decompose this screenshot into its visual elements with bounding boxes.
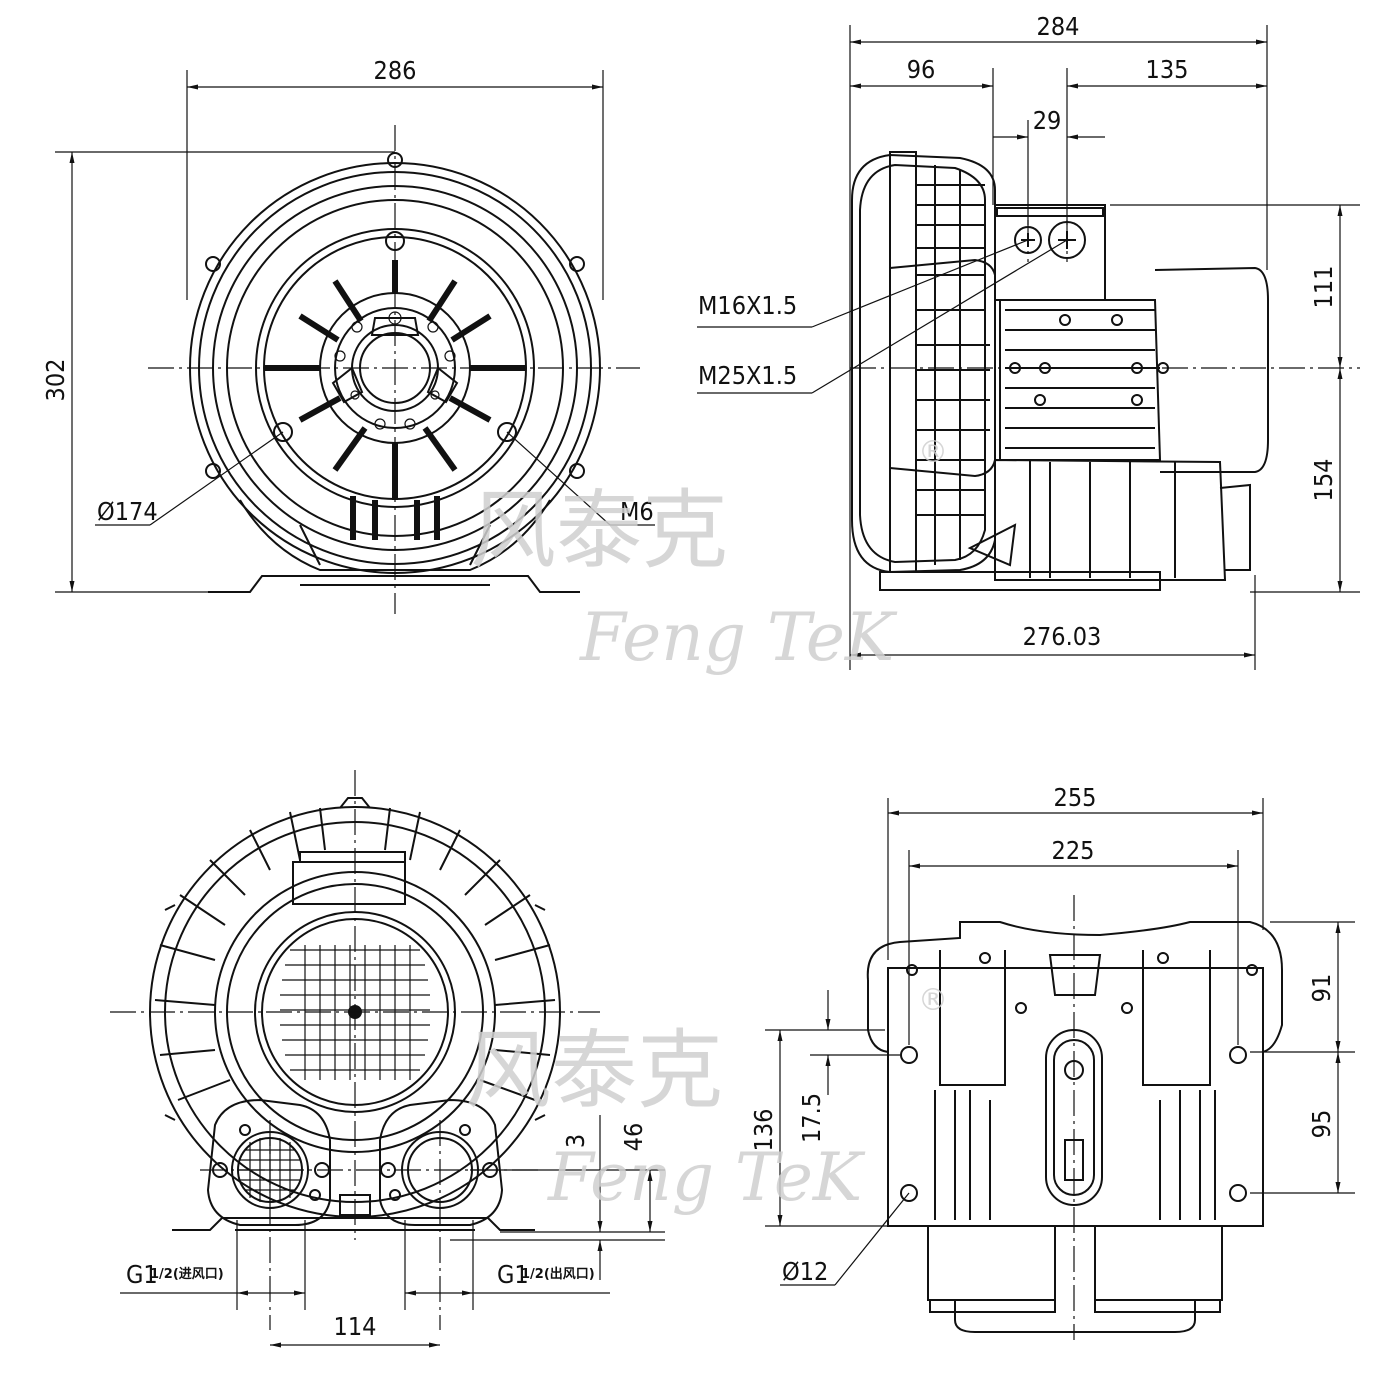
watermark-chinese: 风泰克 bbox=[465, 1021, 723, 1121]
watermark-bottom: 风泰克 ® Feng TeK bbox=[465, 983, 948, 1216]
dim-port-spacing: 114 bbox=[334, 1312, 377, 1341]
dim-terminal-offset: 29 bbox=[1033, 106, 1062, 135]
dim-side-left: 96 bbox=[907, 55, 936, 84]
dim-bolt: M6 bbox=[620, 497, 654, 526]
rear-view bbox=[110, 770, 600, 1330]
dim-rear-port-h: 46 bbox=[619, 1123, 648, 1152]
rear-dimensions: 46 3 G1 1/2(进风口) G1 1/2(出风口) 114 bbox=[120, 1115, 665, 1348]
dim-height-lower: 154 bbox=[1309, 459, 1338, 502]
motor-fins bbox=[1005, 309, 1169, 449]
watermark-chinese: 风泰克 bbox=[470, 481, 728, 581]
dim-inlet-label: G1 bbox=[126, 1260, 158, 1289]
dim-front-width: 286 bbox=[374, 56, 417, 85]
dim-hole-dia: Ø12 bbox=[782, 1257, 828, 1286]
side-dimensions: 284 96 135 29 M16X1.5 M25X1.5 111 154 27… bbox=[697, 12, 1360, 670]
dim-gland-small: M16X1.5 bbox=[698, 291, 797, 320]
dim-side-total: 284 bbox=[1037, 12, 1080, 41]
front-dimensions: 286 302 Ø174 M6 bbox=[41, 56, 655, 593]
housing-fins bbox=[889, 165, 996, 565]
dim-base-lower: 95 bbox=[1307, 1110, 1336, 1139]
front-view bbox=[148, 125, 640, 614]
dim-side-base: 276.03 bbox=[1023, 622, 1102, 651]
dim-base-offset: 17.5 bbox=[797, 1093, 826, 1143]
dim-side-right: 135 bbox=[1146, 55, 1189, 84]
watermark-registered: ® bbox=[918, 435, 948, 470]
bottom-ribs bbox=[934, 1090, 1216, 1220]
watermark-top: 风泰克 ® Feng TeK bbox=[470, 435, 948, 676]
dim-impeller-dia: Ø174 bbox=[97, 497, 158, 526]
side-view bbox=[850, 151, 1360, 591]
dim-outlet-sub: 1/2(出风口) bbox=[521, 1266, 595, 1282]
dim-base-depth: 136 bbox=[749, 1109, 778, 1152]
bottom-view bbox=[866, 895, 1283, 1340]
dim-base-upper: 91 bbox=[1307, 974, 1336, 1003]
dim-rear-port-offset: 3 bbox=[561, 1134, 590, 1148]
dim-height-upper: 111 bbox=[1309, 266, 1338, 309]
watermark-registered: ® bbox=[918, 983, 948, 1018]
dim-gland-large: M25X1.5 bbox=[698, 361, 797, 390]
dim-inlet-sub: 1/2(进风口) bbox=[150, 1267, 224, 1282]
dim-base-width: 255 bbox=[1054, 783, 1097, 812]
watermark-english: Feng TeK bbox=[547, 1139, 866, 1216]
dim-front-height: 302 bbox=[41, 359, 70, 402]
rear-fins bbox=[154, 807, 556, 1121]
dim-hole-span: 225 bbox=[1052, 836, 1095, 865]
watermark-english: Feng TeK bbox=[579, 599, 898, 676]
bottom-dimensions: 255 225 136 17.5 91 95 Ø12 bbox=[749, 783, 1355, 1286]
dim-outlet-label: G1 bbox=[497, 1260, 529, 1289]
